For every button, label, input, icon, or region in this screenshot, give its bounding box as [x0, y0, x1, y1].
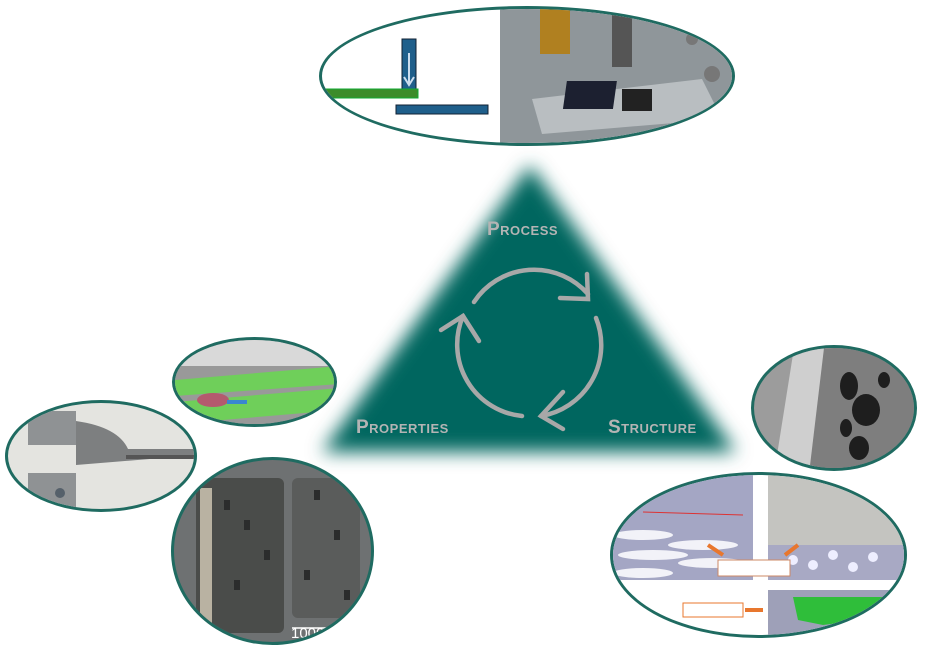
- properties-test-image: [5, 400, 197, 512]
- properties-dic-image: [172, 337, 337, 427]
- process-image: [319, 6, 735, 146]
- structure-sem-image: [751, 345, 917, 471]
- process-label: Process: [487, 219, 559, 240]
- structure-label: Structure: [608, 417, 697, 438]
- structure-micrograph-image: [610, 472, 907, 638]
- properties-fracture-image: 1000: [171, 457, 374, 645]
- scale-bar-label: 1000: [291, 625, 325, 642]
- overlap-joint-schematic: [325, 9, 732, 143]
- fracture-surface-photo: [196, 478, 364, 633]
- sem-cross-section: [774, 348, 914, 468]
- micrograph-collage: [613, 475, 904, 635]
- tensile-grip-photo: [28, 411, 194, 509]
- properties-label: Properties: [356, 417, 449, 438]
- cycle-arrows-icon: [438, 267, 604, 432]
